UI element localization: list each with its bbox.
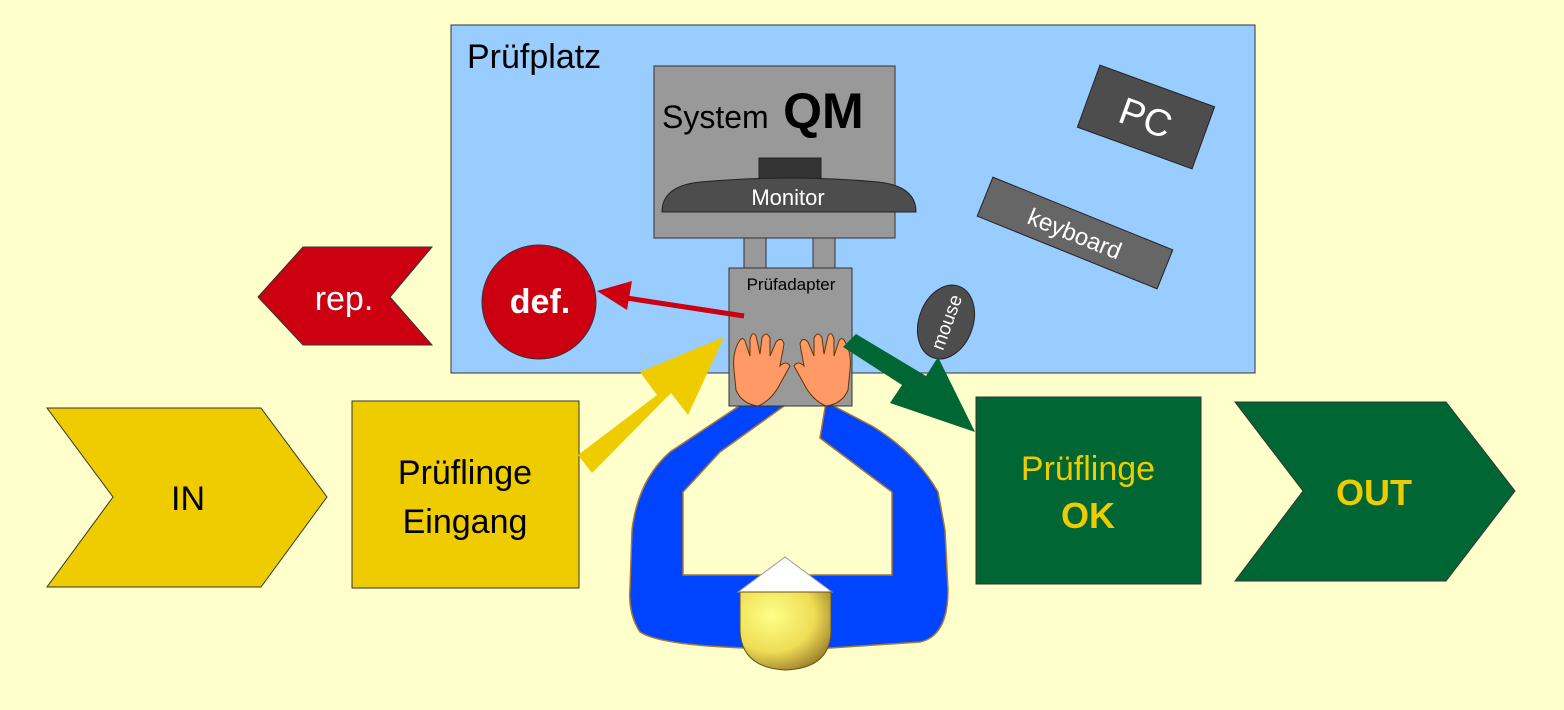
- left-hand: [733, 333, 791, 407]
- mouse-unit: mouse: [916, 284, 976, 360]
- defect-arrow-head: [597, 281, 632, 310]
- output-chevron: [1233, 401, 1516, 582]
- system-name: QM: [783, 83, 864, 139]
- operator-body: [628, 400, 949, 649]
- right-hand: [793, 333, 851, 407]
- operator-head: [739, 591, 832, 671]
- monitor-label: Monitor: [751, 185, 824, 210]
- pc-unit: PC: [1076, 64, 1216, 170]
- passed-line2: OK: [1061, 495, 1115, 536]
- defect-circle: [481, 244, 597, 360]
- repair-label: rep.: [315, 280, 374, 318]
- input-label: IN: [171, 480, 205, 518]
- passed-box: [975, 396, 1202, 585]
- incoming-line1: Prüflinge: [398, 454, 532, 492]
- defect-arrow-shaft: [619, 294, 745, 319]
- incoming-arrow: [578, 337, 724, 473]
- output-label: OUT: [1336, 472, 1412, 513]
- monitor-stand-right: [812, 237, 836, 269]
- incoming-box: [351, 400, 580, 589]
- system-prefix: System: [662, 99, 769, 135]
- defect-label: def.: [510, 283, 570, 321]
- input-chevron: [46, 407, 328, 588]
- passed-arrow: [843, 334, 975, 432]
- adapter-label: Prüfadapter: [747, 275, 836, 294]
- system-qm-label: System QM: [662, 83, 864, 139]
- repair-chevron: [257, 246, 434, 346]
- monitor-shape: [661, 177, 917, 213]
- workstation-title: Prüfplatz: [467, 38, 601, 76]
- monitor-stand-left: [743, 237, 767, 269]
- passed-line1: Prüflinge: [1021, 450, 1155, 488]
- incoming-line2: Eingang: [403, 503, 528, 541]
